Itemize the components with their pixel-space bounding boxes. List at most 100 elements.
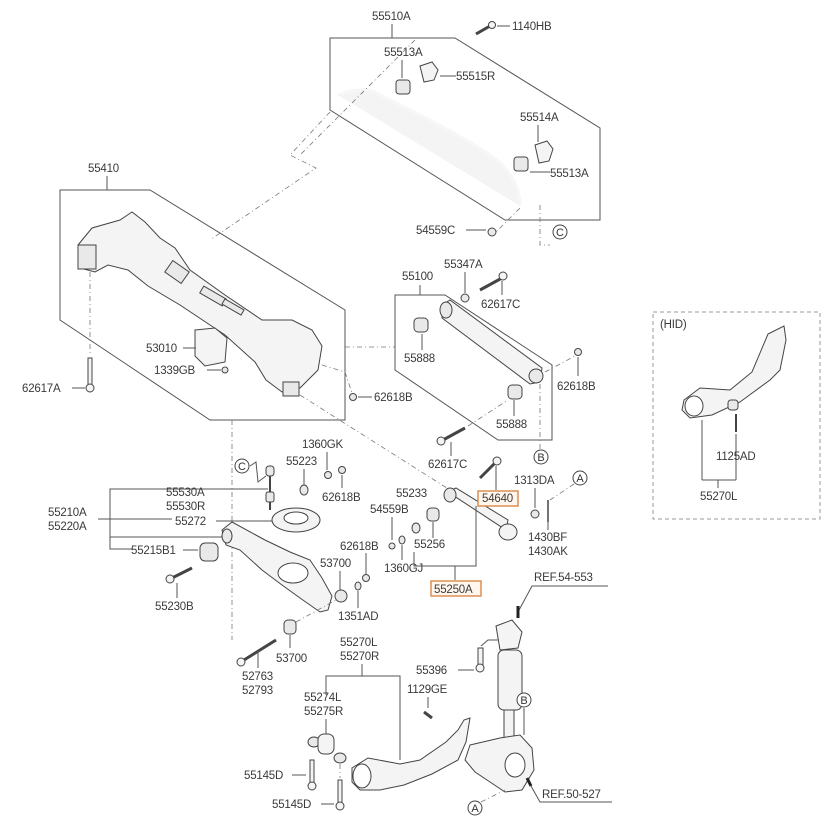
label-1125AD[interactable]: 1125AD bbox=[716, 451, 756, 463]
label-55233[interactable]: 55233 bbox=[396, 488, 427, 500]
upper-arm-group: 55100 55888 55888 55347A 62617C 62618B 6… bbox=[394, 259, 596, 471]
label-1129GE[interactable]: 1129GE bbox=[407, 684, 448, 696]
label-55223[interactable]: 55223 bbox=[286, 456, 317, 468]
stabilizer-bar bbox=[337, 89, 521, 207]
bolt-1140HB bbox=[475, 21, 496, 36]
nut-1360GJ bbox=[398, 535, 406, 545]
label-55513A-bot[interactable]: 55513A bbox=[550, 168, 589, 180]
bolt-55396 bbox=[475, 647, 485, 673]
label-62618B-a[interactable]: 62618B bbox=[374, 392, 413, 404]
label-55410[interactable]: 55410 bbox=[88, 163, 119, 175]
shock-absorber bbox=[495, 619, 523, 753]
nut-54559B bbox=[388, 542, 396, 550]
label-REF-50-527[interactable]: REF.50-527 bbox=[542, 789, 601, 801]
bracket-55514A bbox=[534, 140, 554, 164]
label-55272[interactable]: 55272 bbox=[175, 516, 206, 528]
label-55513A-top[interactable]: 55513A bbox=[384, 47, 423, 59]
group-outline-crossmember bbox=[59, 189, 346, 421]
label-1339GB[interactable]: 1339GB bbox=[154, 365, 196, 377]
trailing-arm-55270 bbox=[351, 717, 471, 791]
label-55250A[interactable]: 55250A bbox=[434, 584, 473, 596]
marker-B-lower: B bbox=[516, 692, 532, 708]
label-55145D-a[interactable]: 55145D bbox=[244, 770, 283, 782]
label-55256[interactable]: 55256 bbox=[414, 539, 445, 551]
marker-B-upper: B bbox=[533, 449, 549, 465]
label-hid-55270L[interactable]: 55270L bbox=[700, 491, 738, 503]
label-55145D-b[interactable]: 55145D bbox=[272, 799, 311, 811]
label-1313DA[interactable]: 1313DA bbox=[514, 475, 555, 487]
hid-inset: (HID) 1125AD 55270L bbox=[652, 311, 821, 520]
label-1360GJ[interactable]: 1360GJ bbox=[384, 563, 423, 575]
label-53700-b[interactable]: 53700 bbox=[276, 653, 307, 665]
stabilizer-bar-group: 55510A 1140HB 55513A 55515R 55514A 55513… bbox=[329, 11, 601, 246]
bolt-62617C-b bbox=[436, 426, 466, 446]
label-54559B[interactable]: 54559B bbox=[370, 504, 409, 516]
label-52763[interactable]: 52763 bbox=[242, 671, 273, 683]
marker-C-lower: C bbox=[234, 458, 250, 474]
label-55215B1[interactable]: 55215B1 bbox=[131, 545, 176, 557]
bushing-55215B1 bbox=[199, 542, 219, 562]
label-53010[interactable]: 53010 bbox=[146, 343, 177, 355]
label-55220A[interactable]: 55220A bbox=[48, 521, 87, 533]
label-55530R[interactable]: 55530R bbox=[166, 501, 205, 513]
label-55888-a[interactable]: 55888 bbox=[404, 353, 435, 365]
bolt-1129GE bbox=[423, 710, 433, 720]
label-1351AD[interactable]: 1351AD bbox=[338, 611, 379, 623]
bracket-53010 bbox=[194, 327, 228, 367]
label-55514A[interactable]: 55514A bbox=[520, 112, 559, 124]
label-55270R[interactable]: 55270R bbox=[340, 651, 379, 663]
label-55275R[interactable]: 55275R bbox=[304, 706, 343, 718]
label-62618B-c[interactable]: 62618B bbox=[322, 492, 361, 504]
group-outline-stabilizer bbox=[329, 37, 601, 221]
label-53700-a[interactable]: 53700 bbox=[320, 558, 351, 570]
label-1430BF[interactable]: 1430BF bbox=[528, 532, 567, 544]
shock-trailing-group: REF.54-553 55396 1129GE B 55270L 55270R bbox=[244, 572, 612, 816]
label-55347A[interactable]: 55347A bbox=[444, 259, 483, 271]
bolt-55145D-b bbox=[335, 779, 345, 811]
label-55888-b[interactable]: 55888 bbox=[496, 419, 527, 431]
nut-62618B-c bbox=[338, 466, 346, 474]
label-1430AK[interactable]: 1430AK bbox=[528, 546, 568, 558]
bolt-55145D-a bbox=[307, 759, 317, 791]
nut-1360GK bbox=[324, 471, 332, 479]
label-55396[interactable]: 55396 bbox=[416, 665, 447, 677]
label-62618B-d[interactable]: 62618B bbox=[340, 541, 379, 553]
bolt-62617A bbox=[85, 357, 95, 393]
label-55274L[interactable]: 55274L bbox=[304, 692, 342, 704]
bolt-55230B bbox=[165, 566, 193, 584]
washer-55223 bbox=[299, 484, 309, 496]
label-62617C-b[interactable]: 62617C bbox=[428, 459, 467, 471]
spring-pad-55272 bbox=[271, 507, 321, 533]
label-55100[interactable]: 55100 bbox=[402, 271, 433, 283]
label-55510A[interactable]: 55510A bbox=[372, 11, 411, 23]
label-55230B[interactable]: 55230B bbox=[155, 601, 194, 613]
label-54559C[interactable]: 54559C bbox=[416, 225, 455, 237]
svg-text:B: B bbox=[520, 695, 527, 707]
label-1140HB[interactable]: 1140HB bbox=[512, 21, 552, 33]
marker-A-lower: A bbox=[467, 800, 483, 816]
label-62617C-a[interactable]: 62617C bbox=[481, 299, 520, 311]
highlight-54640 bbox=[477, 490, 519, 507]
label-62618B-b[interactable]: 62618B bbox=[557, 381, 596, 393]
label-55270L[interactable]: 55270L bbox=[340, 637, 378, 649]
ball-joint bbox=[498, 523, 518, 541]
washer-54559B bbox=[411, 522, 421, 534]
bushing-53700-b bbox=[283, 619, 297, 635]
label-62617A[interactable]: 62617A bbox=[22, 383, 61, 395]
label-55210A[interactable]: 55210A bbox=[48, 507, 87, 519]
bushing-55888-a bbox=[413, 317, 429, 333]
nut-1339GB bbox=[221, 366, 229, 374]
label-REF-54-553[interactable]: REF.54-553 bbox=[534, 572, 593, 584]
label-54640[interactable]: 54640 bbox=[482, 493, 513, 505]
label-55530A[interactable]: 55530A bbox=[166, 487, 205, 499]
washer-55347A bbox=[460, 293, 470, 303]
svg-text:C: C bbox=[238, 461, 246, 473]
marker-A-upper: A bbox=[572, 470, 588, 486]
label-55515R[interactable]: 55515R bbox=[456, 71, 495, 83]
svg-text:C: C bbox=[556, 227, 564, 239]
label-52793[interactable]: 52793 bbox=[242, 685, 273, 697]
marker-C-top: C bbox=[552, 224, 568, 240]
label-1360GK[interactable]: 1360GK bbox=[302, 439, 344, 451]
bushing-55256 bbox=[426, 507, 440, 522]
